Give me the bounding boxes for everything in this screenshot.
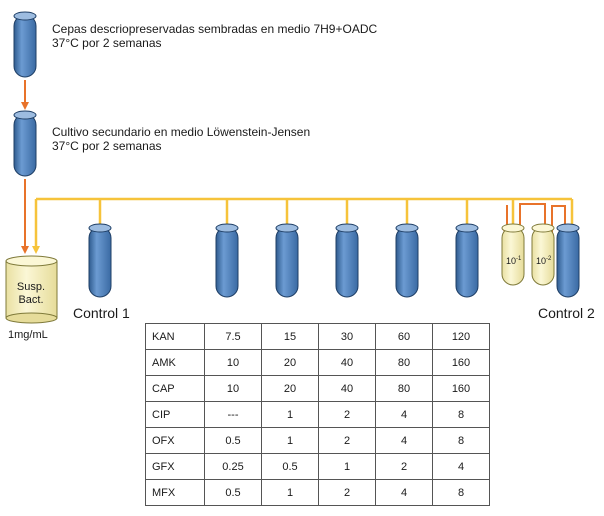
concentration-cell: 0.25 [204,453,262,480]
concentration-cell: 2 [375,453,433,480]
concentration-cell: 0.5 [204,427,262,454]
concentration-cell: 4 [375,479,433,506]
control-1-label: Control 1 [73,305,130,321]
concentration-cell: 2 [318,401,376,428]
drug-name-cell: GFX [145,453,205,480]
bacterial-suspension-container [5,255,58,324]
dilution-tube-1 [501,223,525,286]
concentration-cell: 8 [432,401,490,428]
concentration-cell: 7.5 [204,323,262,350]
concentration-cell: 4 [432,453,490,480]
step-1-line-1: Cepas descriopreservadas sembradas en me… [52,22,377,36]
drug-name-cell: CAP [145,375,205,402]
distribution-line [32,197,576,254]
suspension-label-line-1: Susp. [17,281,45,293]
control-2-label: Control 2 [538,305,595,321]
concentration-cell: 30 [318,323,376,350]
tube-drug-4 [395,223,419,298]
step-2-line-2: 37°C por 2 semanas [52,139,162,153]
drug-name-cell: OFX [145,427,205,454]
concentration-cell: 2 [318,479,376,506]
suspension-label-line-2: Bact. [18,294,43,306]
concentration-cell: 0.5 [204,479,262,506]
dilution-label-1: 10-1 [506,256,522,266]
concentration-cell: 1 [261,401,319,428]
concentration-cell: 40 [318,349,376,376]
tube-drug-2 [275,223,299,298]
culture-tube-2 [13,110,37,177]
drug-name-cell: CIP [145,401,205,428]
drug-name-cell: MFX [145,479,205,506]
concentration-cell: 8 [432,427,490,454]
concentration-cell: 15 [261,323,319,350]
step-2-line-1: Cultivo secundario en medio Löwenstein-J… [52,125,310,139]
concentration-cell: 8 [432,479,490,506]
drug-name-cell: KAN [145,323,205,350]
tube-drug-5 [455,223,479,298]
step-1-line-2: 37°C por 2 semanas [52,36,162,50]
concentration-cell: 40 [318,375,376,402]
concentration-cell: 80 [375,375,433,402]
concentration-cell: 1 [261,479,319,506]
tube-drug-3 [335,223,359,298]
dilution-tube-2 [531,223,555,286]
concentration-cell: 80 [375,349,433,376]
drug-name-cell: AMK [145,349,205,376]
concentration-cell: 20 [261,375,319,402]
concentration-cell: 160 [432,375,490,402]
concentration-cell: 1 [261,427,319,454]
tube-control-1 [88,223,112,298]
concentration-cell: 2 [318,427,376,454]
concentration-cell: 10 [204,349,262,376]
concentration-cell: 4 [375,401,433,428]
concentration-cell: 60 [375,323,433,350]
culture-tube-1 [13,11,37,78]
concentration-cell: 0.5 [261,453,319,480]
concentration-cell: 4 [375,427,433,454]
concentration-cell: 120 [432,323,490,350]
dilution-label-2: 10-2 [536,256,552,266]
tube-control-2 [556,223,580,298]
concentration-cell: --- [204,401,262,428]
concentration-cell: 160 [432,349,490,376]
concentration-cell: 1 [318,453,376,480]
suspension-concentration: 1mg/mL [8,329,48,341]
concentration-cell: 10 [204,375,262,402]
concentration-cell: 20 [261,349,319,376]
tube-drug-1 [215,223,239,298]
